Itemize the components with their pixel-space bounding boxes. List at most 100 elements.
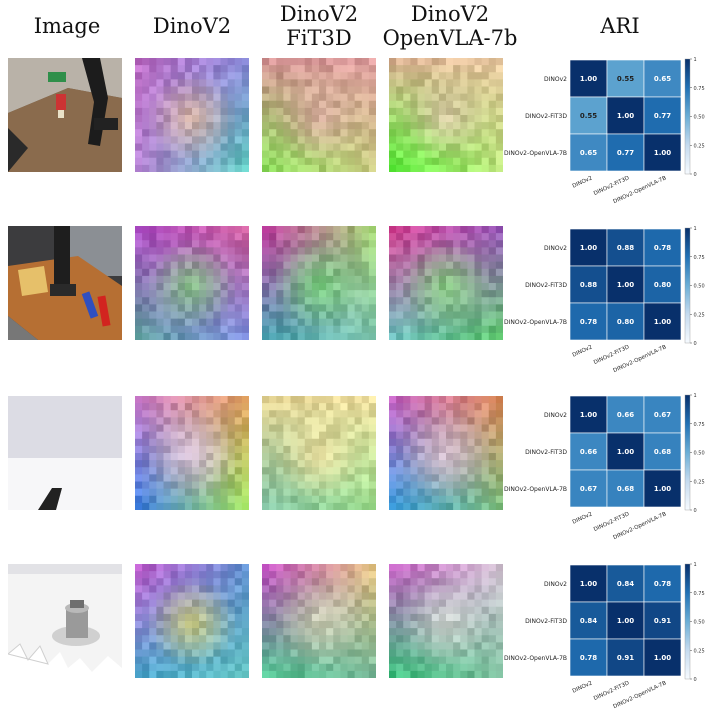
- heatmap-cell-2-2: [606, 601, 645, 640]
- heatmap-value-1-1: 1.00: [580, 580, 597, 588]
- heatmap-row-label-3: DINOv2-OpenVLA-7B: [504, 655, 567, 662]
- heatmap-value-3-2: 0.91: [617, 654, 634, 662]
- heatmap-cell-3-2: [606, 133, 645, 172]
- heatmap-cell-1-3: [643, 564, 682, 603]
- heatmap-cell-2-2: [606, 265, 645, 304]
- colorbar-tick-label-1: 0: [694, 172, 697, 178]
- heatmap-value-2-3: 0.91: [654, 617, 671, 625]
- colorbar-tick-label-1: 0: [694, 341, 697, 347]
- colorbar-tick-label-2: 0.25: [694, 479, 705, 485]
- heatmap-value-3-3: 1.00: [654, 318, 671, 326]
- heatmap-cell-3-2: [606, 302, 645, 341]
- heatmap-value-3-3: 1.00: [654, 149, 671, 157]
- heatmap-value-2-3: 0.68: [654, 448, 671, 456]
- heatmap-cell-1-3: [643, 59, 682, 98]
- feature-map-fit3d-row-1: [262, 58, 376, 172]
- heatmap-value-3-3: 1.00: [654, 485, 671, 493]
- heatmap-cell-2-2: [606, 96, 645, 135]
- heatmap-cell-3-1: [569, 469, 608, 508]
- heatmap-col-label-1: DINOv2: [572, 175, 594, 189]
- colorbar-tick-label-1: 0: [694, 508, 697, 514]
- heatmap-cell-2-2: [606, 432, 645, 471]
- heatmap-value-2-2: 1.00: [617, 448, 634, 456]
- feature-map-openvla-row-1: [389, 58, 503, 172]
- feature-map-fit3d-row-2: [262, 226, 376, 340]
- column-header-openvla-line-2: OpenVLA-7b: [382, 26, 518, 50]
- colorbar: [684, 58, 691, 175]
- heatmap-value-2-2: 1.00: [617, 617, 634, 625]
- heatmap-cell-2-3: [643, 601, 682, 640]
- colorbar-tick-label-5: 1: [694, 562, 697, 568]
- heatmap-cell-3-1: [569, 133, 608, 172]
- heatmap-value-2-2: 1.00: [617, 112, 634, 120]
- heatmap-cell-1-2: [606, 564, 645, 603]
- heatmap-cell-1-1: [569, 228, 608, 267]
- heatmap-value-3-2: 0.80: [617, 318, 634, 326]
- column-header-openvla-line-1: DinoV2: [410, 2, 490, 26]
- heatmap-row-label-2: DINOv2-FiT3D: [525, 113, 567, 120]
- colorbar-tick-label-4: 0.75: [694, 591, 705, 597]
- heatmap-value-3-2: 0.77: [617, 149, 634, 157]
- heatmap-value-1-1: 1.00: [580, 244, 597, 252]
- heatmap-row-label-2: DINOv2-FiT3D: [525, 282, 567, 289]
- heatmap-cell-1-3: [643, 228, 682, 267]
- column-header-dinov2-fit3d: DinoV2 FiT3D: [262, 2, 376, 50]
- colorbar-tick-label-4: 0.75: [694, 422, 705, 428]
- colorbar: [684, 227, 691, 344]
- input-image-row-1: [8, 58, 122, 172]
- heatmap-col-label-1: DINOv2: [572, 344, 594, 358]
- heatmap-cell-1-1: [569, 59, 608, 98]
- colorbar-tick-label-3: 0.50: [694, 284, 705, 290]
- column-header-fit3d-line-2: FiT3D: [286, 26, 352, 50]
- heatmap-cell-2-1: [569, 265, 608, 304]
- heatmap-value-1-2: 0.84: [617, 580, 634, 588]
- feature-map-fit3d-row-4: [262, 564, 376, 678]
- heatmap-cell-3-3: [643, 302, 682, 341]
- heatmap-value-1-2: 0.66: [617, 411, 634, 419]
- heatmap-value-1-3: 0.67: [654, 411, 671, 419]
- heatmap-value-2-3: 0.77: [654, 112, 671, 120]
- heatmap-cell-2-3: [643, 265, 682, 304]
- heatmap-value-3-1: 0.65: [580, 149, 597, 157]
- heatmap-value-3-2: 0.68: [617, 485, 634, 493]
- heatmap-cell-1-1: [569, 395, 608, 434]
- heatmap-row-label-1: DINOv2: [544, 76, 567, 83]
- heatmap-cell-2-3: [643, 96, 682, 135]
- colorbar-tick-label-2: 0.25: [694, 143, 705, 149]
- colorbar-tick-label-2: 0.25: [694, 648, 705, 654]
- heatmap-value-2-3: 0.80: [654, 281, 671, 289]
- column-header-image: Image: [10, 14, 124, 38]
- colorbar-tick-label-4: 0.75: [694, 255, 705, 261]
- input-image-row-3: [8, 396, 122, 510]
- heatmap-value-2-1: 0.66: [580, 448, 597, 456]
- heatmap-cell-1-1: [569, 564, 608, 603]
- heatmap-cell-3-1: [569, 638, 608, 677]
- column-header-image-line-1: Image: [33, 14, 101, 38]
- heatmap-row-label-1: DINOv2: [544, 245, 567, 252]
- input-image-row-4: [8, 564, 122, 678]
- column-header-ari-line-1: ARI: [600, 14, 640, 38]
- feature-map-dinov2-row-1: [135, 58, 249, 172]
- colorbar-tick-label-3: 0.50: [694, 115, 705, 121]
- heatmap-value-2-2: 1.00: [617, 281, 634, 289]
- colorbar-tick-label-5: 1: [694, 393, 697, 399]
- colorbar-tick-label-3: 0.50: [694, 451, 705, 457]
- heatmap-row-label-2: DINOv2-FiT3D: [525, 618, 567, 625]
- colorbar-tick-label-5: 1: [694, 57, 697, 63]
- heatmap-row-label-1: DINOv2: [544, 581, 567, 588]
- heatmap-cell-1-2: [606, 228, 645, 267]
- feature-map-dinov2-row-3: [135, 396, 249, 510]
- heatmap-cell-1-3: [643, 395, 682, 434]
- heatmap-col-label-1: DINOv2: [572, 680, 594, 694]
- heatmap-value-2-1: 0.55: [580, 112, 597, 120]
- heatmap-value-2-1: 0.88: [580, 281, 597, 289]
- heatmap-value-1-3: 0.78: [654, 244, 671, 252]
- heatmap-cell-3-1: [569, 302, 608, 341]
- feature-map-fit3d-row-3: [262, 396, 376, 510]
